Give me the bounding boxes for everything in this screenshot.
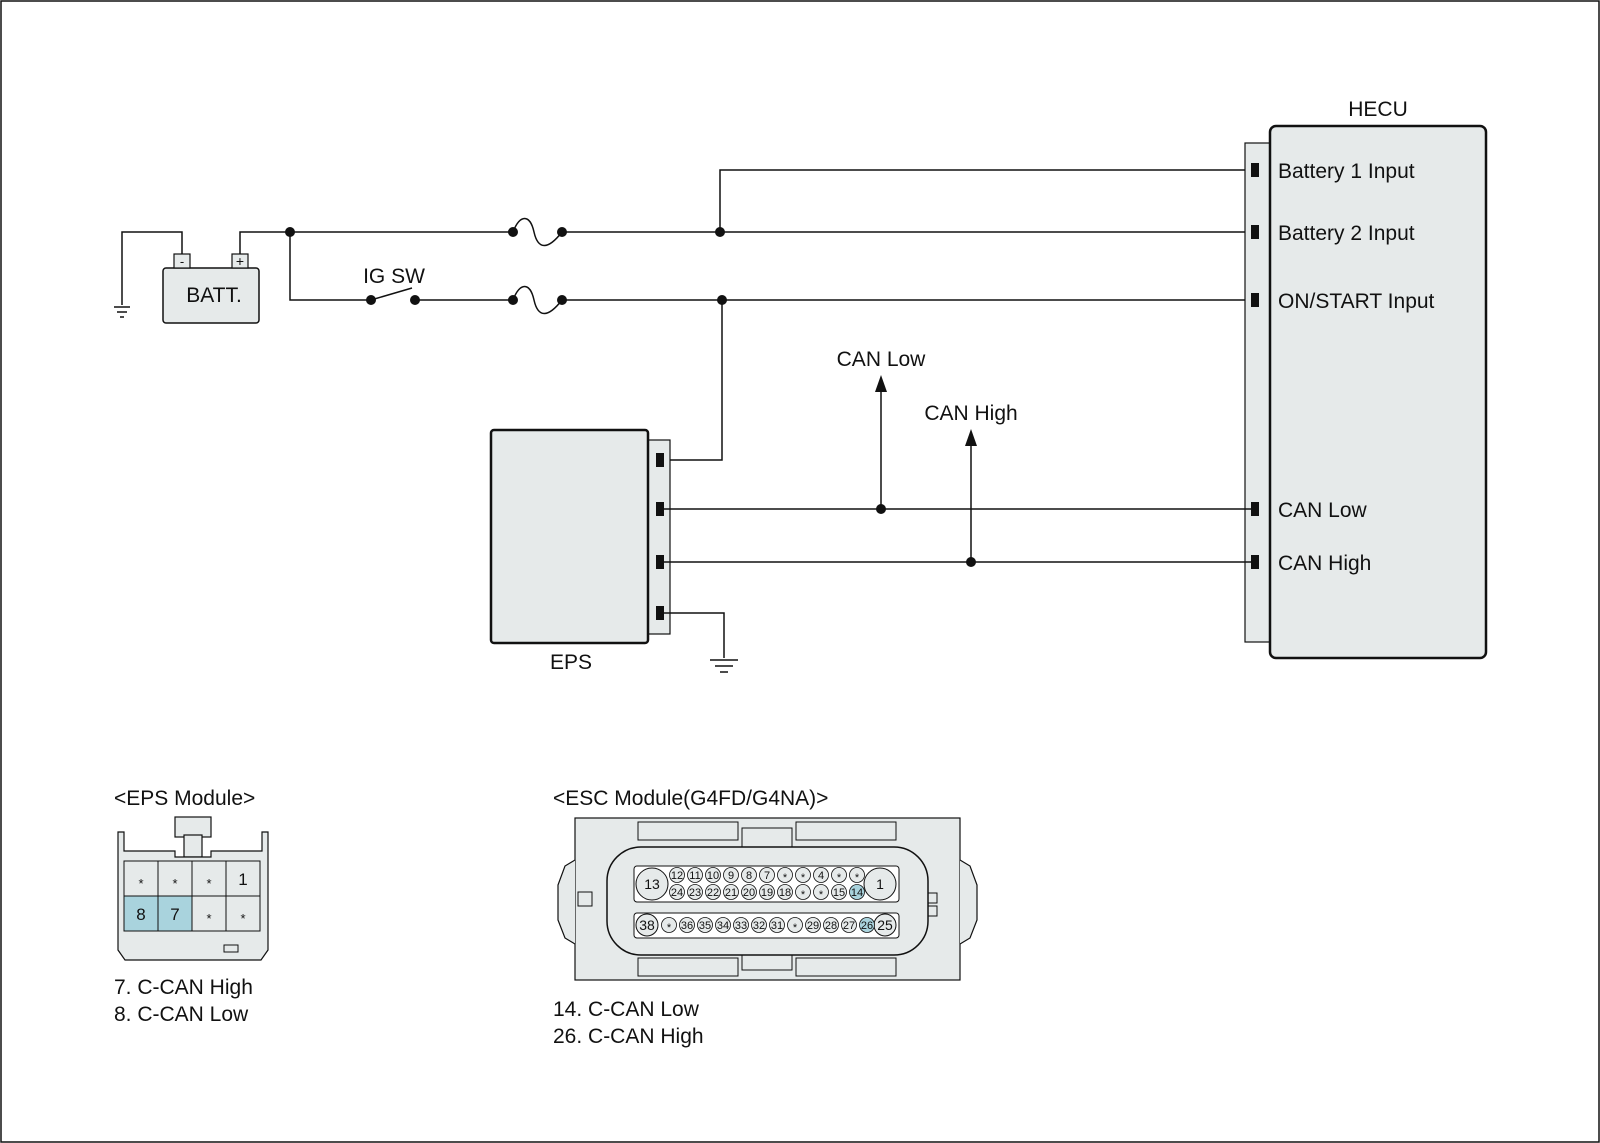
eps-connector-strip — [647, 439, 671, 635]
esc-pin-highlight: 14 — [851, 887, 863, 899]
esc-pin: * — [667, 922, 672, 934]
esc-pin: * — [855, 872, 860, 884]
esc-pin: 13 — [644, 876, 660, 892]
esc-pin: 36 — [681, 920, 693, 932]
fuse-2 — [512, 285, 563, 315]
ig-switch-label: IG SW — [363, 265, 425, 288]
ig-switch-blade — [370, 287, 413, 301]
eps-legend-line: 8. C-CAN Low — [114, 1003, 249, 1026]
hecu-pin-battery1: Battery 1 Input — [1278, 160, 1415, 183]
esc-pin: 18 — [779, 887, 791, 899]
esc-pin: 31 — [771, 920, 783, 932]
eps-pin: * — [206, 911, 211, 926]
eps-pin-highlight: 8 — [136, 905, 145, 924]
esc-pin: 34 — [717, 920, 729, 932]
hecu-pin-can-low: CAN Low — [1278, 499, 1368, 522]
esc-pin: 25 — [877, 917, 893, 933]
fuse-1 — [512, 217, 563, 247]
eps-connector-latch — [174, 816, 212, 838]
esc-pin: 32 — [753, 920, 765, 932]
can-low-arrow-label: CAN Low — [837, 348, 927, 371]
esc-pin: * — [801, 889, 806, 901]
esc-pin-highlight: 26 — [861, 920, 873, 932]
esc-pin: 19 — [761, 887, 773, 899]
battery: - + BATT. — [162, 253, 260, 324]
battery-positive-wire — [239, 169, 1253, 461]
esc-pin: 4 — [818, 870, 824, 882]
esc-pin: 12 — [671, 870, 683, 882]
can-low-arrow-icon — [875, 375, 887, 392]
eps-pin: * — [172, 876, 177, 891]
esc-pin: 11 — [689, 870, 700, 882]
can-arrowheads — [875, 375, 977, 446]
battery-ground-wire — [114, 231, 183, 318]
hecu-body — [1268, 124, 1488, 660]
battery-neg-sign: - — [180, 254, 184, 269]
junction-dots — [285, 227, 976, 567]
eps-pin: * — [206, 876, 211, 891]
esc-pin: 23 — [689, 887, 701, 899]
esc-pin: 29 — [807, 920, 819, 932]
esc-pin: 7 — [764, 870, 770, 882]
esc-pin: 9 — [728, 870, 734, 882]
esc-pin: 20 — [743, 887, 755, 899]
esc-connector: <ESC Module(G4FD/G4NA)> 13 1 38 25 — [553, 787, 978, 1048]
esc-legend-line: 26. C-CAN High — [553, 1025, 704, 1048]
esc-pin: 15 — [833, 887, 845, 899]
esc-legend-line: 14. C-CAN Low — [553, 998, 700, 1021]
esc-pin: 33 — [735, 920, 747, 932]
eps-legend-line: 7. C-CAN High — [114, 976, 253, 999]
battery-label: BATT. — [186, 284, 242, 307]
eps-pin: * — [138, 876, 143, 891]
esc-pin: 22 — [707, 887, 719, 899]
hecu-pin-battery2: Battery 2 Input — [1278, 222, 1415, 245]
esc-pin: 8 — [746, 870, 752, 882]
esc-pin: 24 — [671, 887, 683, 899]
eps-connector-title: <EPS Module> — [114, 787, 255, 810]
hecu-pin-can-high: CAN High — [1278, 552, 1371, 575]
esc-pin: 1 — [876, 876, 884, 892]
esc-pin: * — [793, 922, 798, 934]
esc-pin: 21 — [725, 887, 737, 899]
esc-pin: 38 — [639, 917, 655, 933]
can-high-arrow-label: CAN High — [924, 402, 1017, 425]
hecu-pin-on-start: ON/START Input — [1278, 290, 1435, 313]
hecu: HECU Battery 1 Input Battery 2 Input ON/… — [1244, 98, 1488, 660]
esc-pin: * — [783, 872, 788, 884]
esc-pin: 35 — [699, 920, 711, 932]
eps-pin-highlight: 7 — [170, 905, 179, 924]
eps: EPS — [489, 428, 671, 674]
battery-pos-sign: + — [236, 253, 244, 269]
esc-pin: * — [801, 872, 806, 884]
eps-body — [489, 428, 650, 645]
can-high-arrow-icon — [965, 429, 977, 446]
esc-pin: * — [837, 872, 842, 884]
can-wires — [664, 392, 1253, 673]
eps-pin: * — [240, 911, 245, 926]
esc-pin: 28 — [825, 920, 837, 932]
esc-pin: 10 — [707, 870, 719, 882]
hecu-title: HECU — [1348, 98, 1408, 121]
battery-body — [162, 267, 260, 324]
esc-connector-title: <ESC Module(G4FD/G4NA)> — [553, 787, 828, 810]
esc-pin: 27 — [843, 920, 855, 932]
eps-connector: <EPS Module> * * * 1 8 7 * * 7. C-CAN Hi… — [114, 787, 269, 1026]
eps-title: EPS — [550, 651, 592, 674]
esc-pin: * — [819, 889, 824, 901]
eps-pin: 1 — [238, 870, 247, 889]
